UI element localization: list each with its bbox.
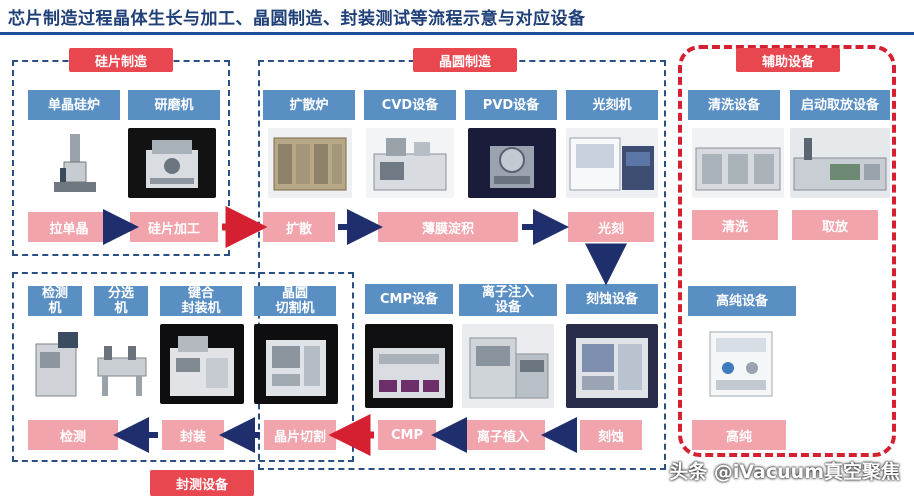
watermark: 头条 @iVacuum真空聚焦 <box>669 461 900 483</box>
auxiliary-group <box>678 45 896 457</box>
pvd-image <box>468 128 556 198</box>
label-pick-place: 启动取放设备 <box>790 90 890 120</box>
section-label-wafer-fab: 硅片制造 <box>69 48 173 72</box>
section-label-packaging: 封测设备 <box>150 470 254 496</box>
label-ion-implant: 离子注入 设备 <box>459 284 557 316</box>
step-implant: 离子植入 <box>461 420 545 450</box>
tester-image <box>28 324 84 404</box>
step-photo: 光刻 <box>568 212 654 242</box>
packaging-group <box>12 272 354 462</box>
label-tester: 检测 机 <box>28 286 82 316</box>
crystal-furnace-image <box>40 128 110 198</box>
step-thin-film: 薄膜淀积 <box>378 212 518 242</box>
label-bonder: 键合 封装机 <box>160 286 242 316</box>
step-etching: 刻蚀 <box>580 420 642 450</box>
purity-image <box>704 326 778 402</box>
label-etch: 刻蚀设备 <box>566 284 658 314</box>
label-pvd: PVD设备 <box>465 90 557 120</box>
label-crystal-furnace: 单晶硅炉 <box>28 90 120 120</box>
lithography-image <box>566 128 658 198</box>
step-dicing: 晶片切割 <box>264 420 336 450</box>
section-label-wafer-mfg: 晶圆制造 <box>413 48 517 72</box>
cleaner-image <box>692 128 784 198</box>
label-diffusion-furnace: 扩散炉 <box>263 90 355 120</box>
bonder-image <box>160 324 244 404</box>
pick-place-image <box>790 128 890 198</box>
step-clean: 清洗 <box>692 210 778 240</box>
section-label-auxiliary: 辅助设备 <box>736 48 840 72</box>
label-purity: 高纯设备 <box>688 286 796 316</box>
diffusion-furnace-image <box>268 128 352 198</box>
label-grinder: 研磨机 <box>128 90 220 120</box>
label-sorter: 分选 机 <box>94 286 148 316</box>
page-title: 芯片制造过程晶体生长与加工、晶圆制造、封装测试等流程示意与对应设备 <box>8 9 586 29</box>
cvd-image <box>366 128 454 198</box>
etch-image <box>566 324 658 408</box>
step-purity: 高纯 <box>692 420 786 450</box>
cmp-image <box>365 324 453 408</box>
label-cvd: CVD设备 <box>364 90 456 120</box>
step-pick: 取放 <box>792 210 878 240</box>
label-cmp: CMP设备 <box>365 284 453 314</box>
step-diffusion: 扩散 <box>263 212 335 242</box>
dicer-image <box>254 324 338 404</box>
step-package: 封装 <box>162 420 224 450</box>
grinder-image <box>128 128 216 198</box>
sorter-image <box>94 324 150 404</box>
title-underline <box>0 32 914 35</box>
step-pull-crystal: 拉单晶 <box>28 212 110 242</box>
step-inspect: 检测 <box>28 420 118 450</box>
label-lithography: 光刻机 <box>566 90 658 120</box>
label-cleaner: 清洗设备 <box>688 90 780 120</box>
ion-implant-image <box>462 324 554 408</box>
step-cmp: CMP <box>378 420 436 450</box>
label-dicer: 晶圆 切割机 <box>254 286 336 316</box>
step-wafer-process: 硅片加工 <box>130 212 218 242</box>
